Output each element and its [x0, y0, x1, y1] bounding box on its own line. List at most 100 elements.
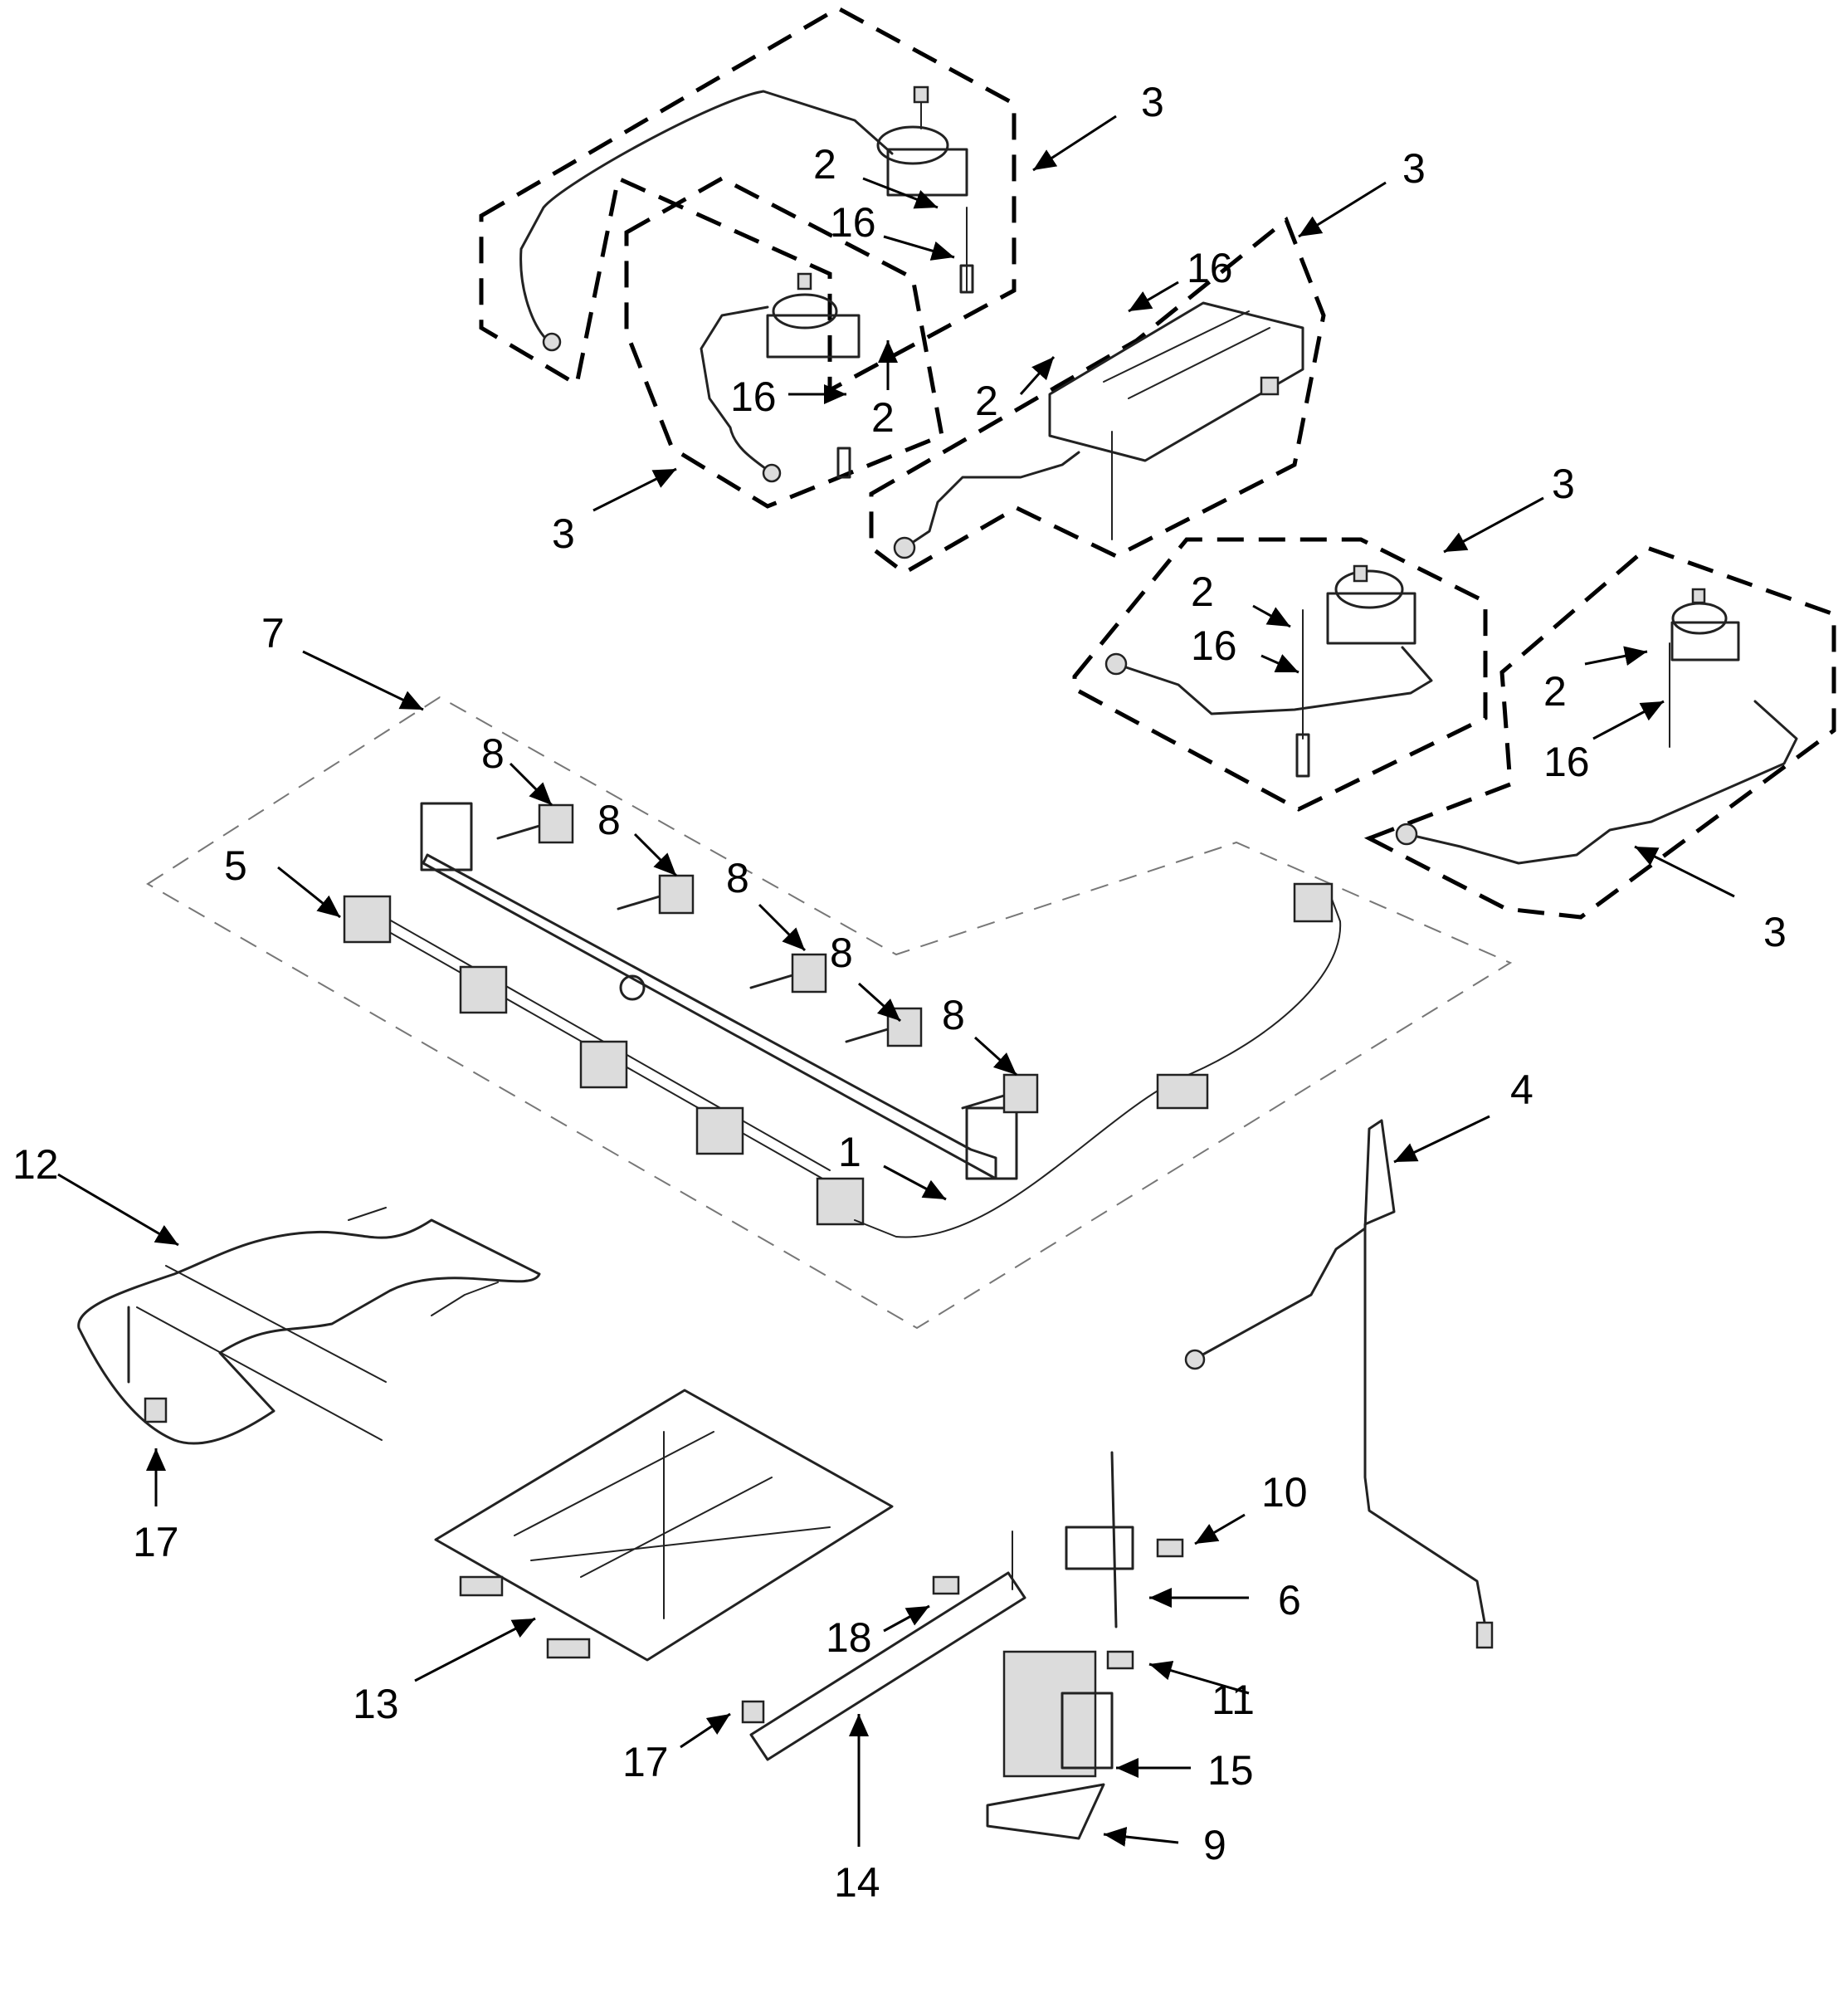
outline-manifold-assembly	[146, 696, 1513, 1330]
supply-tube	[1184, 1119, 1494, 1649]
callout-16-front-right: 16	[1543, 739, 1590, 785]
broil-element	[77, 1207, 541, 1445]
orifice-cap-front-right	[1691, 588, 1706, 604]
burner-base-front-right	[1670, 621, 1740, 662]
valve-1	[496, 803, 574, 844]
callout-1: 1	[838, 1129, 861, 1175]
callout-16-front-left: 16	[730, 374, 777, 420]
callout-2-rear-left: 2	[813, 141, 836, 188]
burner-housing-center	[1048, 301, 1304, 462]
knob-stem-center	[1260, 376, 1280, 396]
ignitor-switch-4	[695, 1106, 744, 1155]
ignitor-switch-2	[459, 965, 508, 1014]
leader-2c	[1019, 356, 1056, 395]
fitting-center	[893, 536, 916, 559]
baffle-tab-1	[459, 1575, 504, 1597]
leader-12	[57, 1173, 179, 1247]
leader-8b	[633, 832, 678, 877]
leader-3e	[1634, 845, 1735, 898]
leader-lines	[57, 115, 1735, 1847]
housing-divider-2	[1128, 327, 1270, 399]
callout-16-center: 16	[1187, 245, 1233, 291]
outline-burner-rear-right	[1072, 537, 1488, 812]
callout-14: 14	[834, 1859, 880, 1906]
callout-2-center: 2	[975, 378, 998, 424]
manifold-pipe	[422, 853, 997, 1180]
leader-11	[1148, 1661, 1250, 1695]
screw-17-bottom	[741, 1700, 765, 1724]
gas-valve-body	[1002, 1650, 1097, 1778]
baffle-plate-ribs	[514, 1431, 831, 1619]
callout-4: 4	[1510, 1067, 1533, 1113]
callout-9: 9	[1203, 1822, 1226, 1868]
callout-13: 13	[353, 1681, 399, 1727]
burner-cap-front-right	[1671, 602, 1728, 635]
burner-cap-rear-left	[876, 125, 949, 165]
leader-13	[414, 1617, 536, 1682]
leader-17b	[680, 1712, 731, 1749]
harness-connector-top	[1293, 882, 1334, 923]
leader-5	[277, 866, 341, 919]
burner-assemblies	[519, 85, 1798, 865]
ignitor-harness	[854, 887, 1342, 1238]
callout-11: 11	[1212, 1677, 1255, 1723]
callout-7: 7	[261, 610, 285, 657]
leader-3b	[1298, 181, 1387, 238]
leader-8d	[857, 982, 902, 1023]
orifice-cap-rear-right	[1353, 564, 1368, 583]
callout-5: 5	[224, 842, 247, 889]
bracket-rod	[1110, 1451, 1118, 1628]
leader-16d	[1260, 654, 1299, 674]
callout-6: 6	[1278, 1577, 1301, 1623]
leader-8a	[509, 762, 553, 807]
valve-4	[845, 1007, 923, 1047]
valve-2	[617, 874, 695, 915]
manifold-bracket-right	[965, 1106, 1018, 1180]
callout-3-front-left: 3	[552, 510, 575, 557]
burner-cap-front-left	[772, 293, 838, 330]
ignitor-switch-5	[816, 1177, 865, 1226]
callout-17-left: 17	[133, 1519, 179, 1565]
leader-7	[302, 650, 424, 711]
electrode-tip-rear-left	[959, 264, 974, 294]
bracket-6	[1065, 1526, 1134, 1570]
manifold-port	[619, 974, 646, 1001]
burner-base-front-left	[766, 314, 861, 359]
outline-burner-front-right	[1363, 545, 1836, 920]
callout-2-rear-right: 2	[1191, 569, 1214, 615]
callout-18: 18	[826, 1614, 872, 1661]
callout-8-a: 8	[481, 730, 505, 777]
valve-heat-shield	[986, 1783, 1105, 1840]
baffle-plate	[434, 1389, 894, 1662]
gas-tube-front-left	[700, 305, 773, 475]
outline-burner-rear-left	[479, 6, 1017, 394]
callout-12: 12	[12, 1141, 59, 1188]
leader-10	[1194, 1513, 1246, 1545]
callout-17-bottom: 17	[622, 1739, 669, 1785]
outline-burner-front-left	[624, 176, 944, 509]
outline-burner-center	[869, 216, 1326, 575]
screw-10	[1156, 1538, 1184, 1558]
callout-15: 15	[1207, 1747, 1254, 1794]
gas-tube-center	[903, 451, 1080, 549]
supply-tube-end	[1475, 1621, 1494, 1649]
leader-3d	[1443, 496, 1544, 554]
callout-3-rear-left: 3	[1141, 79, 1164, 125]
gas-valve-regulator	[1061, 1692, 1114, 1770]
callout-16-rear-right: 16	[1191, 622, 1237, 669]
baffle-tab-2	[546, 1638, 591, 1659]
fitting-rear-right	[1104, 652, 1128, 676]
leader-3c	[592, 467, 677, 512]
leader-16e	[1592, 700, 1665, 740]
orifice-cap-front-left	[797, 272, 812, 290]
electrode-tip-rear-right	[1295, 733, 1310, 778]
supply-tube-line	[1189, 1119, 1487, 1628]
callout-2-front-right: 2	[1543, 668, 1567, 715]
manifold-bracket-left	[420, 802, 473, 872]
leader-2e	[1584, 646, 1648, 666]
leader-2d	[1252, 604, 1291, 628]
fitting-rear-left	[542, 332, 562, 352]
leader-16c	[1128, 281, 1179, 313]
